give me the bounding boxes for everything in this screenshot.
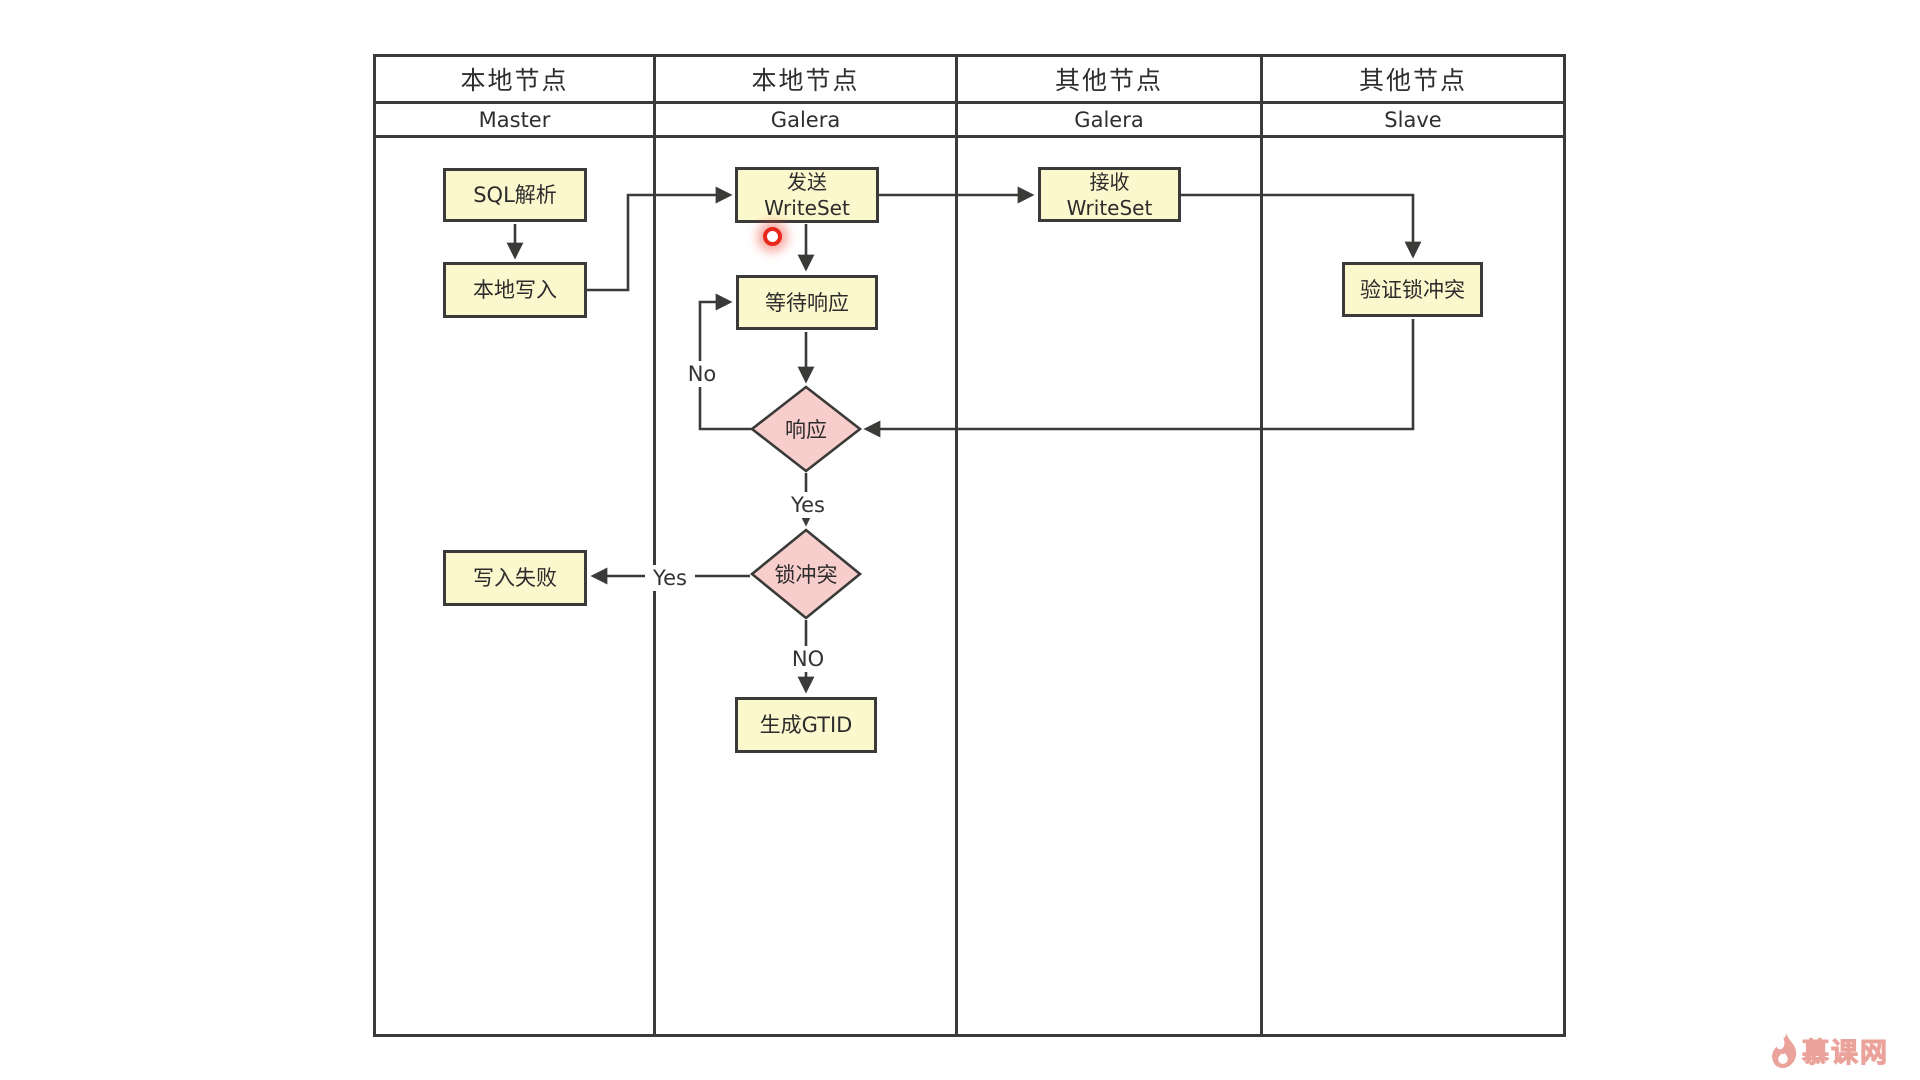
node-label: 本地写入 bbox=[473, 278, 557, 302]
node-write-fail: 写入失败 bbox=[443, 550, 587, 606]
diamond-label-lock-conflict: 锁冲突 bbox=[774, 563, 838, 587]
lane-role-header: Galera bbox=[656, 104, 955, 138]
lane-group-header: 本地节点 bbox=[376, 57, 653, 104]
node-label: SQL解析 bbox=[473, 183, 557, 207]
node-label: 等待响应 bbox=[765, 290, 849, 315]
cursor-indicator-icon bbox=[763, 227, 782, 246]
node-recv-writeset: 接收 WriteSet bbox=[1038, 167, 1181, 222]
lane-group-header: 其他节点 bbox=[958, 57, 1260, 104]
node-sql-parse: SQL解析 bbox=[443, 168, 587, 222]
diamond-label-response: 响应 bbox=[785, 418, 827, 442]
swimlane-table: 本地节点 Master 本地节点 Galera 其他节点 Galera 其他节点… bbox=[373, 54, 1566, 1037]
lane-master: 本地节点 Master bbox=[376, 57, 656, 1034]
edge-label-yes-conflict: Yes bbox=[645, 565, 695, 591]
node-wait-response: 等待响应 bbox=[736, 275, 878, 330]
edge-label-no-conflict: NO bbox=[784, 646, 832, 672]
node-label-line2: WriteSet bbox=[1066, 195, 1153, 220]
node-verify-lock: 验证锁冲突 bbox=[1342, 262, 1483, 317]
lane-galera-local: 本地节点 Galera bbox=[656, 57, 958, 1034]
node-label: 写入失败 bbox=[473, 566, 557, 590]
watermark: 慕课网 bbox=[1772, 1031, 1889, 1070]
lane-group-header: 本地节点 bbox=[656, 57, 955, 104]
lane-role-header: Master bbox=[376, 104, 653, 138]
edge-label-yes-response: Yes bbox=[783, 492, 833, 518]
node-send-writeset: 发送 WriteSet bbox=[735, 167, 879, 223]
watermark-text: 慕课网 bbox=[1802, 1038, 1889, 1070]
node-label-line2: WriteSet bbox=[764, 196, 850, 220]
node-label: 验证锁冲突 bbox=[1360, 277, 1465, 302]
flame-icon bbox=[1772, 1032, 1797, 1068]
node-label-line1: 发送 bbox=[787, 170, 827, 194]
node-label: 生成GTID bbox=[759, 713, 853, 737]
lane-role-header: Slave bbox=[1263, 104, 1563, 138]
lane-group-header: 其他节点 bbox=[1263, 57, 1563, 104]
edge-label-no: No bbox=[679, 361, 725, 387]
node-gen-gtid: 生成GTID bbox=[735, 697, 877, 753]
node-label-line1: 接收 bbox=[1089, 169, 1130, 194]
node-local-write: 本地写入 bbox=[443, 262, 587, 318]
lane-galera-other: 其他节点 Galera bbox=[958, 57, 1263, 1034]
lane-role-header: Galera bbox=[958, 104, 1260, 138]
lane-slave: 其他节点 Slave bbox=[1263, 57, 1563, 1034]
